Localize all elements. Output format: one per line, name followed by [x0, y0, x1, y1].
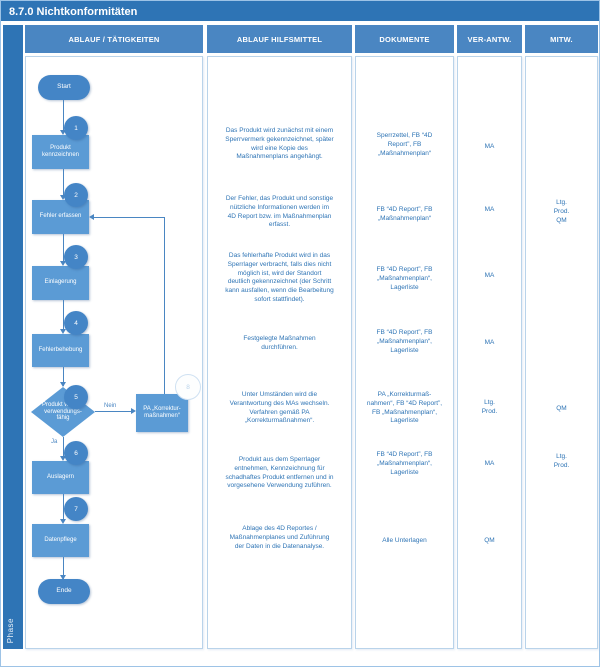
arrowhead-down-icon [60, 195, 66, 200]
connector-line-yes-branch [63, 437, 64, 459]
column-body-dokumente [355, 56, 454, 649]
connector-line [63, 100, 64, 130]
verantw-row-6: MA [484, 460, 495, 467]
step-number-3: 3 [64, 245, 88, 269]
column-header-verantw: VER-ANTW. [457, 25, 522, 53]
dokumente-row-2: FB “4D Report”, FB „Maßnahmenplan“ [376, 206, 433, 222]
feedback-line-vertical [164, 217, 165, 394]
verantw-row-3: MA [484, 272, 495, 279]
arrowhead-left-icon [89, 214, 94, 220]
verantw-row-7: QM [484, 537, 495, 544]
arrowhead-right-icon [131, 408, 136, 414]
yes-branch-label: Ja [51, 439, 58, 445]
verantw-row-2: MA [484, 206, 495, 213]
flow-start-terminator: Start [38, 75, 90, 100]
dokumente-row-1: Sperrzettel, FB “4D Report”, FB „Maßnahm… [376, 132, 433, 157]
hilfsmittel-row-1: Das Produkt wird zunächst mit einem Sper… [225, 127, 334, 161]
flow-step-datenpflege: Datenpflege [32, 524, 89, 557]
step-number-6: 6 [64, 441, 88, 465]
step-number-4: 4 [64, 311, 88, 335]
dokumente-row-7: Alle Unterlagen [382, 537, 427, 544]
step-number-1: 1 [64, 116, 88, 140]
hilfsmittel-row-6: Produkt aus dem Sperrlager entnehmen, Ke… [225, 456, 334, 490]
step-number-5: 5 [64, 385, 88, 409]
column-header-hilfsmittel: ABLAUF HILFSMITTEL [207, 25, 352, 53]
flow-step-pa-korrekturmassnahmen: PA „Korrektur- maßnahmen“ [136, 394, 188, 432]
step-number-2: 2 [64, 183, 88, 207]
verantw-row-1: MA [484, 143, 495, 150]
arrowhead-down-icon [60, 261, 66, 266]
arrowhead-down-icon [60, 456, 66, 461]
dokumente-row-5: PA „Korrekturmaß- nahmen“, FB “4D Report… [366, 391, 443, 425]
arrowhead-down-icon [60, 382, 66, 387]
connector-line [63, 169, 64, 198]
connector-line [63, 494, 64, 522]
dokumente-row-6: FB “4D Report”, FB „Maßnahmenplan“, Lage… [376, 451, 433, 476]
mitw-row-5: QM [556, 405, 567, 412]
column-body-verantw [457, 56, 522, 649]
verantw-row-4: MA [484, 339, 495, 346]
page-title: 8.7.0 Nichtkonformitäten [9, 6, 138, 18]
connector-line [63, 367, 64, 386]
title-bar: 8.7.0 Nichtkonformitäten [1, 1, 599, 23]
connector-line [63, 300, 64, 332]
phase-label: Phase [6, 617, 15, 643]
mitw-row-2: Ltg. Prod. QM [553, 199, 570, 224]
step-number-8-faint: 8 [175, 374, 201, 400]
flow-end-terminator: Ende [38, 579, 90, 604]
column-header-dokumente: DOKUMENTE [355, 25, 454, 53]
flow-step-auslagern: Auslagern [32, 461, 89, 494]
connector-line-no-branch [95, 411, 133, 412]
column-header-mitw: MITW. [525, 25, 598, 53]
feedback-line-horizontal [93, 217, 165, 218]
dokumente-row-4: FB “4D Report”, FB „Maßnahmenplan“, Lage… [376, 329, 433, 354]
column-header-taetigkeiten: ABLAUF / TÄTIGKEITEN [25, 25, 203, 53]
connector-line [63, 234, 64, 264]
flow-step-einlagerung: Einlagerung [32, 266, 89, 300]
column-body-mitw [525, 56, 598, 649]
arrowhead-down-icon [60, 329, 66, 334]
hilfsmittel-row-2: Der Fehler, das Produkt und sonstige nüt… [225, 195, 334, 229]
hilfsmittel-row-5: Unter Umständen wird die Verantwortung d… [229, 391, 330, 425]
arrowhead-down-icon [60, 575, 66, 580]
column-body-hilfsmittel [207, 56, 352, 649]
flow-step-produkt-kennzeichnen: Produkt kennzeichnen [32, 135, 89, 169]
step-number-7: 7 [64, 497, 88, 521]
hilfsmittel-row-4: Festgelegte Maßnahmen durchführen. [243, 335, 316, 351]
verantw-row-5: Ltg. Prod. [481, 399, 498, 415]
arrowhead-down-icon [60, 519, 66, 524]
hilfsmittel-row-7: Ablage des 4D Reportes / Maßnahmenplanes… [229, 525, 330, 550]
flow-step-fehlerbehebung: Fehlerbehebung [32, 334, 89, 367]
arrowhead-down-icon [60, 130, 66, 135]
phase-strip: Phase [3, 25, 23, 649]
hilfsmittel-row-3: Das fehlerhafte Produkt wird in das Sper… [225, 252, 334, 303]
mitw-row-6: Ltg. Prod. [553, 453, 570, 469]
no-branch-label: Nein [104, 403, 117, 409]
dokumente-row-3: FB “4D Report”, FB „Maßnahmenplan“, Lage… [376, 266, 433, 291]
connector-line [63, 557, 64, 579]
